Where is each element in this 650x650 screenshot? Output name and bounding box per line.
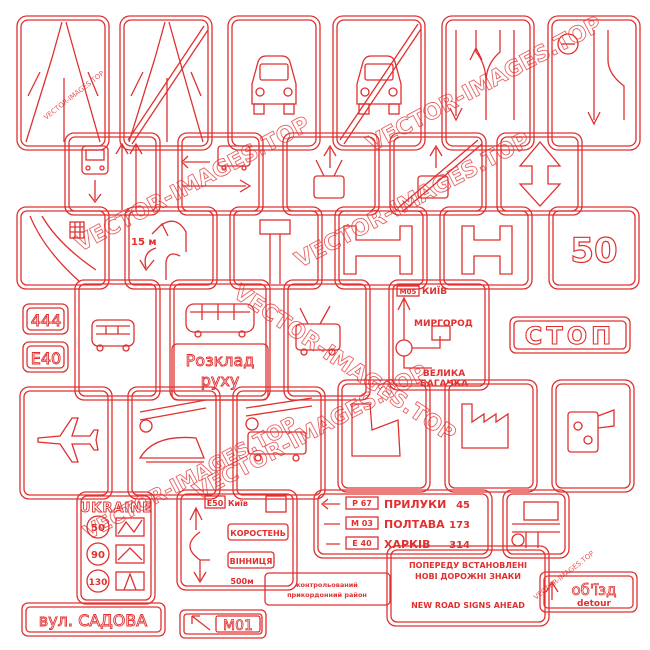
dest-name-3: ХАРКІВ (384, 538, 431, 551)
kyiv-badge-label: M05 (400, 288, 417, 296)
speed-50-sign (548, 206, 640, 290)
dest-code-3: E 40 (352, 539, 372, 548)
vinnytsia-label: ВІННИЦЯ (230, 557, 273, 566)
dest-code-1: P 67 (352, 499, 372, 508)
ukraine-speed-limits-sign (76, 491, 156, 605)
speed-50-label: 50 (570, 231, 617, 271)
dest-name-1: ПРИЛУКИ (384, 498, 446, 511)
stop-plate (509, 316, 631, 354)
road-444-label: 444 (31, 311, 62, 330)
dist-500-label: 500м (230, 577, 253, 586)
trolleybus-lane-sign (282, 132, 380, 216)
airport-sign (19, 386, 113, 500)
new-signs-line1: ПОПЕРЕДУ ВСТАНОВЛЕНІ (409, 561, 527, 570)
end-of-road-for-cars-sign (332, 15, 426, 151)
side-roads-sign (334, 206, 428, 290)
control-line1: контрольований (296, 581, 358, 589)
watermark-diagonal: VECTOR-IMAGES.TOP (71, 112, 314, 257)
lane-direction-sign (441, 15, 535, 151)
watermark-corner: VECTOR-IMAGES.TOP (42, 70, 105, 122)
bus-stop-sign (74, 279, 161, 401)
road-layout-sign (439, 206, 533, 290)
destinations-distance-sign (313, 489, 493, 559)
dest-code-2: M 03 (351, 519, 373, 528)
watermark-diagonal-5: VECTOR-IMAGES.TOP (363, 12, 606, 157)
road-for-cars-sign (227, 15, 321, 151)
myrhorod-label: МИРГОРОД (414, 319, 473, 329)
dest-km-2: 173 (449, 520, 470, 531)
detour-ua-label: об'їзд (571, 581, 616, 599)
stop-label: СТОП (525, 322, 615, 350)
dead-end-sign (229, 206, 323, 290)
motorway-sign (16, 15, 110, 151)
hills-sign (337, 379, 431, 493)
bus-lane-sign (64, 132, 161, 216)
new-signs-en: NEW ROAD SIGNS AHEAD (411, 601, 525, 610)
ukraine-label: UKRAINE (80, 501, 152, 516)
road-number-444-plate (22, 303, 69, 335)
limit-90: 90 (91, 550, 105, 561)
border-zone-plate (264, 572, 391, 606)
end-trolleybus-lane-sign (389, 132, 487, 216)
schedule-line2: руху (201, 371, 240, 390)
street-label: вул. САДОВА (39, 611, 147, 630)
kyiv-label: КИЇВ (422, 286, 447, 297)
street-name-plate (21, 602, 166, 637)
industrial-zone-sign (444, 379, 538, 493)
velyka-line1: ВЕЛИКА (423, 369, 465, 379)
lane-ends-sign (547, 15, 641, 151)
contraflow-bus-lane-sign (177, 132, 264, 216)
velyka-line2: БАГАЧКА (420, 379, 468, 389)
distance-15m-label: 15 м (131, 237, 157, 248)
detour-en-label: detour (577, 599, 611, 609)
route-m01-label: M01 (223, 618, 253, 634)
korosten-label: КОРОСТЕНЬ (230, 529, 286, 538)
road-e40-plate (22, 341, 69, 373)
limit-130: 130 (89, 578, 108, 588)
trolleybus-stop-sign (283, 279, 371, 401)
two-way-traffic-sign (496, 132, 583, 216)
dest-km-1: 45 (456, 500, 470, 511)
ferry-sign (16, 206, 110, 290)
speed-camera-sign (551, 379, 635, 493)
route-e50-label: E50 (207, 499, 224, 508)
control-line2: прикордонний район (287, 591, 367, 599)
route-m01-plate (179, 609, 267, 639)
end-of-motorway-sign (119, 15, 213, 151)
limit-50: 50 (91, 523, 105, 534)
lane-scheme-sign (502, 489, 570, 559)
direction-scheme-sign (388, 279, 490, 391)
railway-station-sign (127, 386, 221, 500)
tram-stop-sign (232, 386, 326, 500)
dest-km-3: 314 (449, 540, 470, 551)
dest-name-2: ПОЛТАВА (384, 518, 445, 531)
road-e40-label: E40 (31, 349, 61, 368)
detour-plate (539, 571, 638, 613)
route-kyiv-label: Київ (228, 499, 248, 508)
schedule-line1: Розклад (186, 351, 255, 370)
route-direction-sign (176, 489, 298, 591)
new-signs-line2: НОВІ ДОРОЖНІ ЗНАКИ (415, 572, 521, 581)
